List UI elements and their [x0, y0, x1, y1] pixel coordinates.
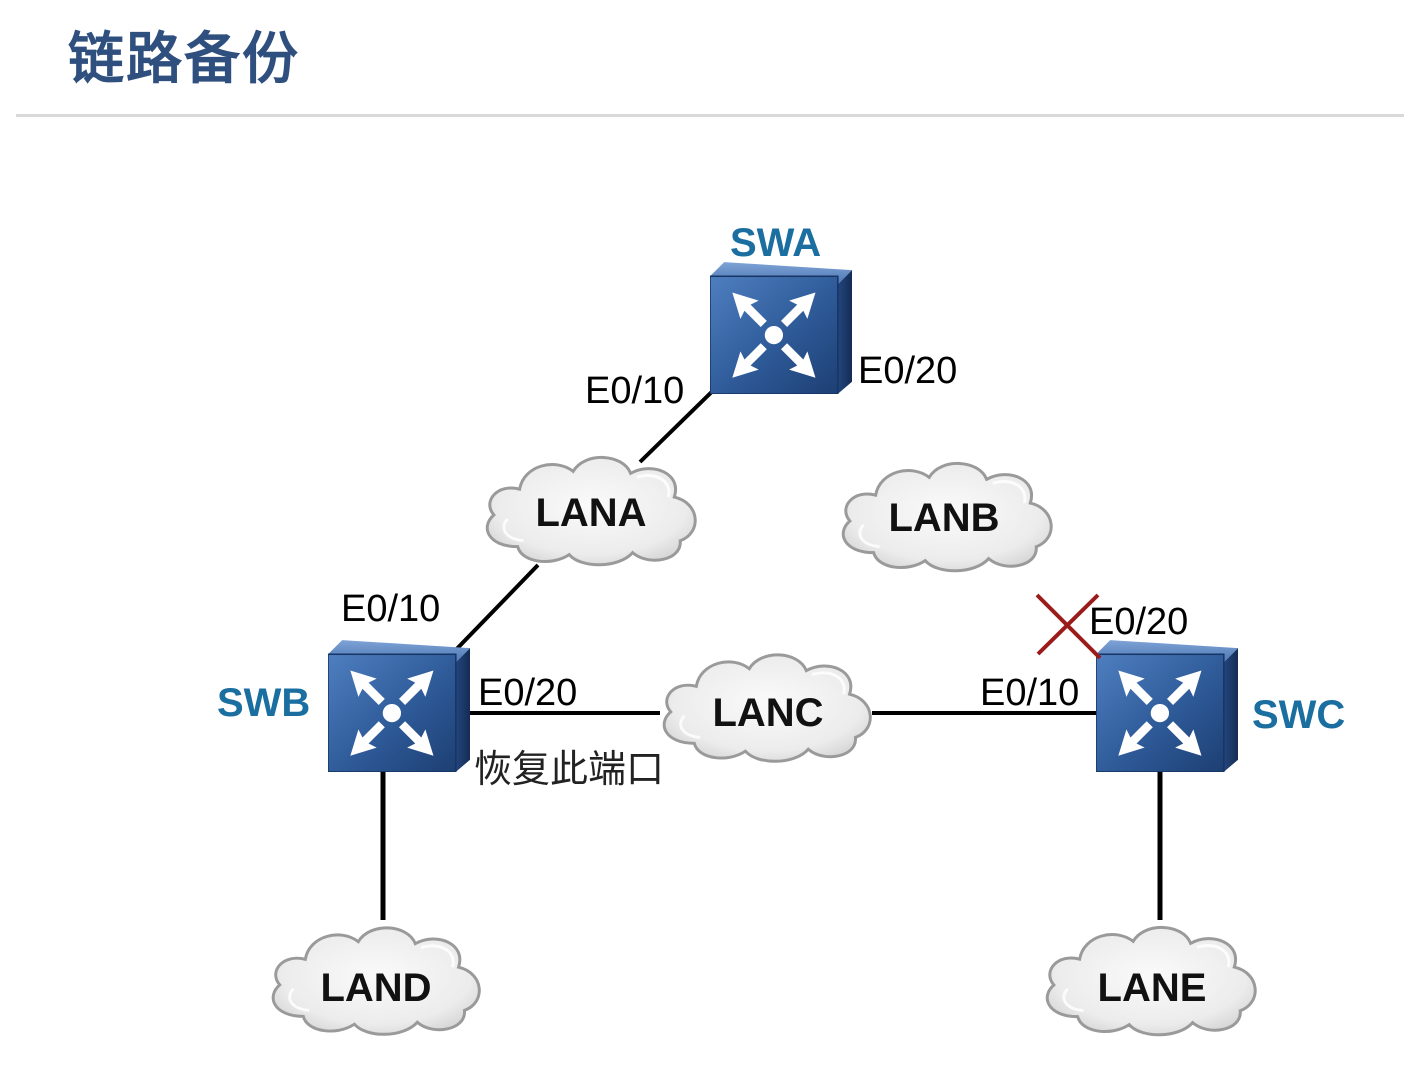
lanc-label: LANC	[712, 691, 823, 735]
l3-switch-icon	[1096, 640, 1238, 772]
link-lana-swb	[444, 563, 540, 662]
swb-label: SWB	[217, 681, 310, 725]
swa-port-e0-10: E0/10	[585, 370, 684, 412]
swa-port-e0-20: E0/20	[858, 350, 957, 392]
title-divider	[16, 114, 1404, 117]
lane-label: LANE	[1098, 966, 1207, 1010]
page-title: 链路备份	[68, 27, 300, 92]
swc-port-e0-10: E0/10	[980, 672, 1079, 714]
swa-label: SWA	[730, 221, 821, 265]
swb-port-e0-20: E0/20	[478, 672, 577, 714]
lanb-label: LANB	[888, 496, 999, 540]
swc-label: SWC	[1252, 693, 1345, 737]
swb-port-e0-10: E0/10	[341, 588, 440, 630]
blocked-port-x-icon	[1035, 593, 1102, 660]
restore-port-note: 恢复此端口	[474, 747, 664, 791]
lana-label: LANA	[535, 491, 646, 535]
swc-port-e0-20: E0/20	[1089, 601, 1188, 643]
land-label: LAND	[320, 966, 431, 1010]
l3-switch-icon	[710, 262, 852, 394]
l3-switch-icon	[328, 640, 470, 772]
